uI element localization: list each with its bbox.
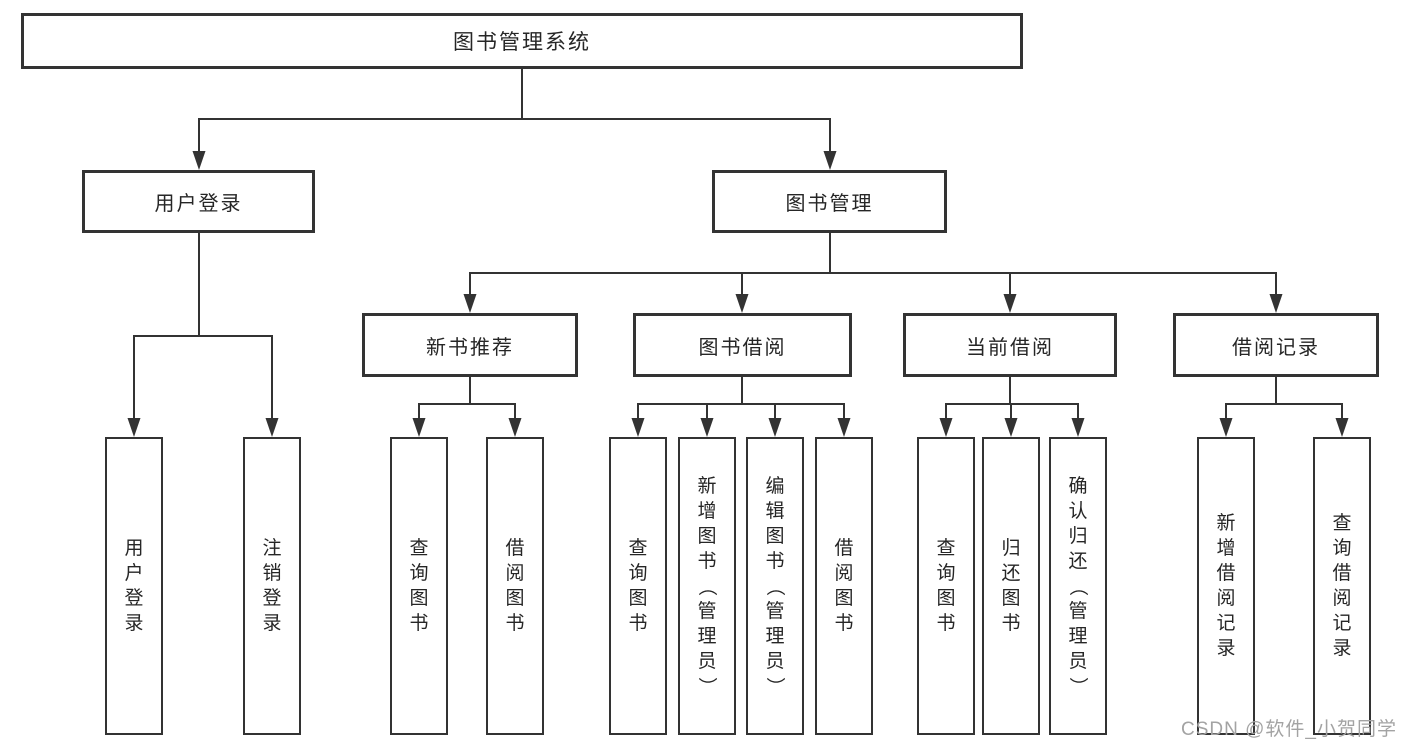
node-book-management: 图书管理: [712, 170, 947, 233]
node-user-login: 用户登录: [82, 170, 315, 233]
arrow-icon: [1003, 294, 1017, 313]
leaf-query-borrow-record: 查询借阅记录: [1313, 437, 1371, 735]
connector-borrow-rail: [637, 403, 845, 420]
arrow-icon: [412, 418, 426, 437]
arrow-icon: [1071, 418, 1085, 437]
arrow-icon: [1219, 418, 1233, 437]
arrow-icon: [192, 151, 206, 170]
leaf-return-books: 归还图书: [982, 437, 1040, 735]
arrow-icon: [823, 151, 837, 170]
connector-recommend-rail: [418, 403, 516, 420]
connector-level3-rail: [469, 272, 1277, 296]
leaf-add-books-admin: 新增图书（管理员）: [678, 437, 736, 735]
arrow-icon: [768, 418, 782, 437]
leaf-add-borrow-record: 新增借阅记录: [1197, 437, 1255, 735]
arrow-icon: [939, 418, 953, 437]
arrow-icon: [463, 294, 477, 313]
csdn-watermark: CSDN @软件_小贺同学: [1181, 719, 1397, 740]
arrow-icon: [127, 418, 141, 437]
arrow-icon: [631, 418, 645, 437]
node-new-book-recommend: 新书推荐: [362, 313, 578, 377]
leaf-user-login: 用户登录: [105, 437, 163, 735]
arrow-icon: [265, 418, 279, 437]
leaf-query-books-recommend: 查询图书: [390, 437, 448, 735]
node-borrow-records: 借阅记录: [1173, 313, 1379, 377]
leaf-query-books-borrow: 查询图书: [609, 437, 667, 735]
node-root: 图书管理系统: [21, 13, 1023, 69]
connector-login-rail: [133, 335, 273, 420]
connector-records-rail: [1225, 403, 1343, 420]
leaf-confirm-return-admin: 确认归还（管理员）: [1049, 437, 1107, 735]
arrow-icon: [1335, 418, 1349, 437]
connector-level2-rail: [198, 118, 831, 152]
arrow-icon: [1004, 418, 1018, 437]
arrowheads: [127, 151, 1349, 437]
arrow-icon: [508, 418, 522, 437]
arrow-icon: [837, 418, 851, 437]
arrow-icon: [700, 418, 714, 437]
leaf-logout: 注销登录: [243, 437, 301, 735]
leaf-query-books-current: 查询图书: [917, 437, 975, 735]
node-current-borrow: 当前借阅: [903, 313, 1117, 377]
connector-lines: [133, 69, 1343, 420]
arrow-icon: [735, 294, 749, 313]
leaf-edit-books-admin: 编辑图书（管理员）: [746, 437, 804, 735]
node-book-borrow: 图书借阅: [633, 313, 852, 377]
leaf-borrow-books: 借阅图书: [815, 437, 873, 735]
arrow-icon: [1269, 294, 1283, 313]
leaf-borrow-books-recommend: 借阅图书: [486, 437, 544, 735]
